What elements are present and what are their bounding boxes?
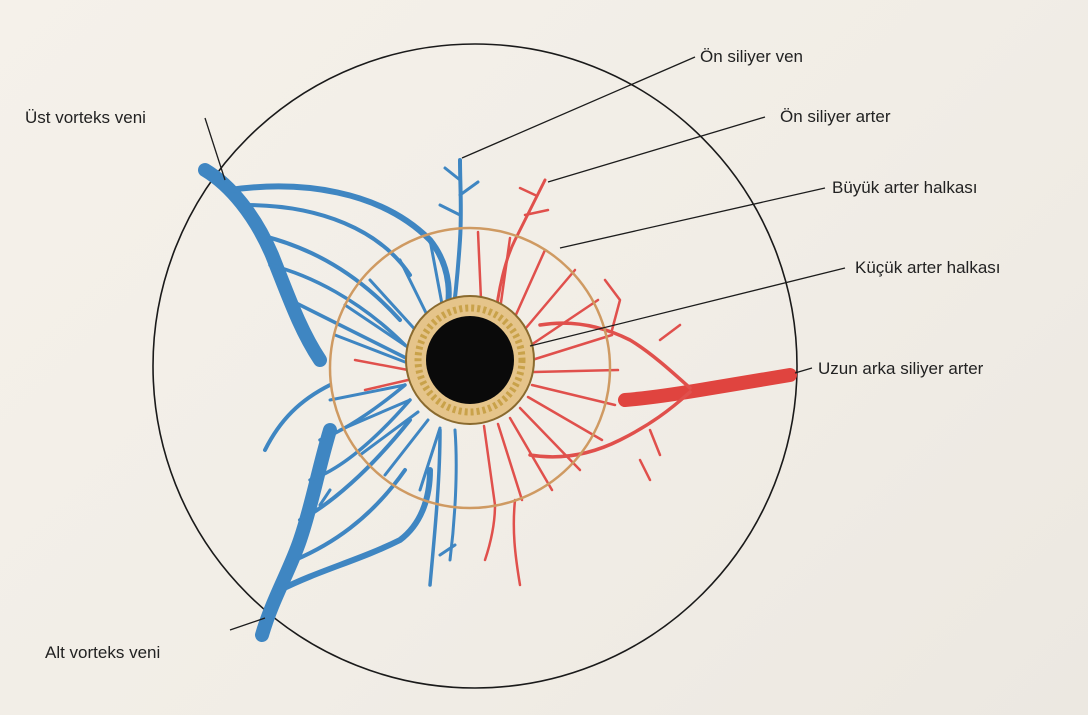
leader-on-siliyer-ven — [462, 57, 695, 158]
label-uzun-arka-siliyer-arter: Uzun arka siliyer arter — [818, 359, 984, 378]
artery-twig — [520, 188, 535, 195]
label-alt-vorteks-veni: Alt vorteks veni — [45, 643, 160, 662]
label-on-siliyer-arter: Ön siliyer arter — [780, 107, 891, 126]
superior-vortex-vein-trunk — [205, 170, 320, 360]
radial-artery — [528, 397, 602, 440]
radial-artery — [484, 426, 495, 505]
radial-artery — [534, 370, 618, 372]
radial-artery — [532, 385, 615, 405]
pupil — [426, 316, 514, 404]
long-posterior-ciliary-artery — [625, 375, 790, 400]
leader-buyuk-arter-halkasi — [560, 188, 825, 248]
vein-twig — [440, 205, 460, 215]
radial-artery — [520, 408, 580, 470]
radial-artery — [514, 500, 520, 585]
label-on-siliyer-ven: Ön siliyer ven — [700, 47, 803, 66]
inferior-vortex-vein-trunk — [262, 430, 330, 635]
artery-twig — [605, 280, 620, 330]
artery-twig — [660, 325, 680, 340]
label-kucuk-arter-halkasi: Küçük arter halkası — [855, 258, 1001, 277]
vein-twig — [440, 545, 455, 555]
radial-artery — [528, 300, 598, 347]
radial-vein — [385, 420, 428, 475]
radial-vein — [450, 430, 456, 560]
radial-artery — [485, 505, 495, 560]
radial-artery — [532, 335, 612, 360]
label-ust-vorteks-veni: Üst vorteks veni — [25, 108, 146, 127]
label-buyuk-arter-halkasi: Büyük arter halkası — [832, 178, 978, 197]
vein-twig — [445, 168, 460, 180]
artery-twig — [650, 430, 660, 455]
vein-twig — [460, 182, 478, 195]
radial-artery — [498, 424, 522, 500]
artery-twig — [640, 460, 650, 480]
vein-branch — [230, 187, 449, 330]
